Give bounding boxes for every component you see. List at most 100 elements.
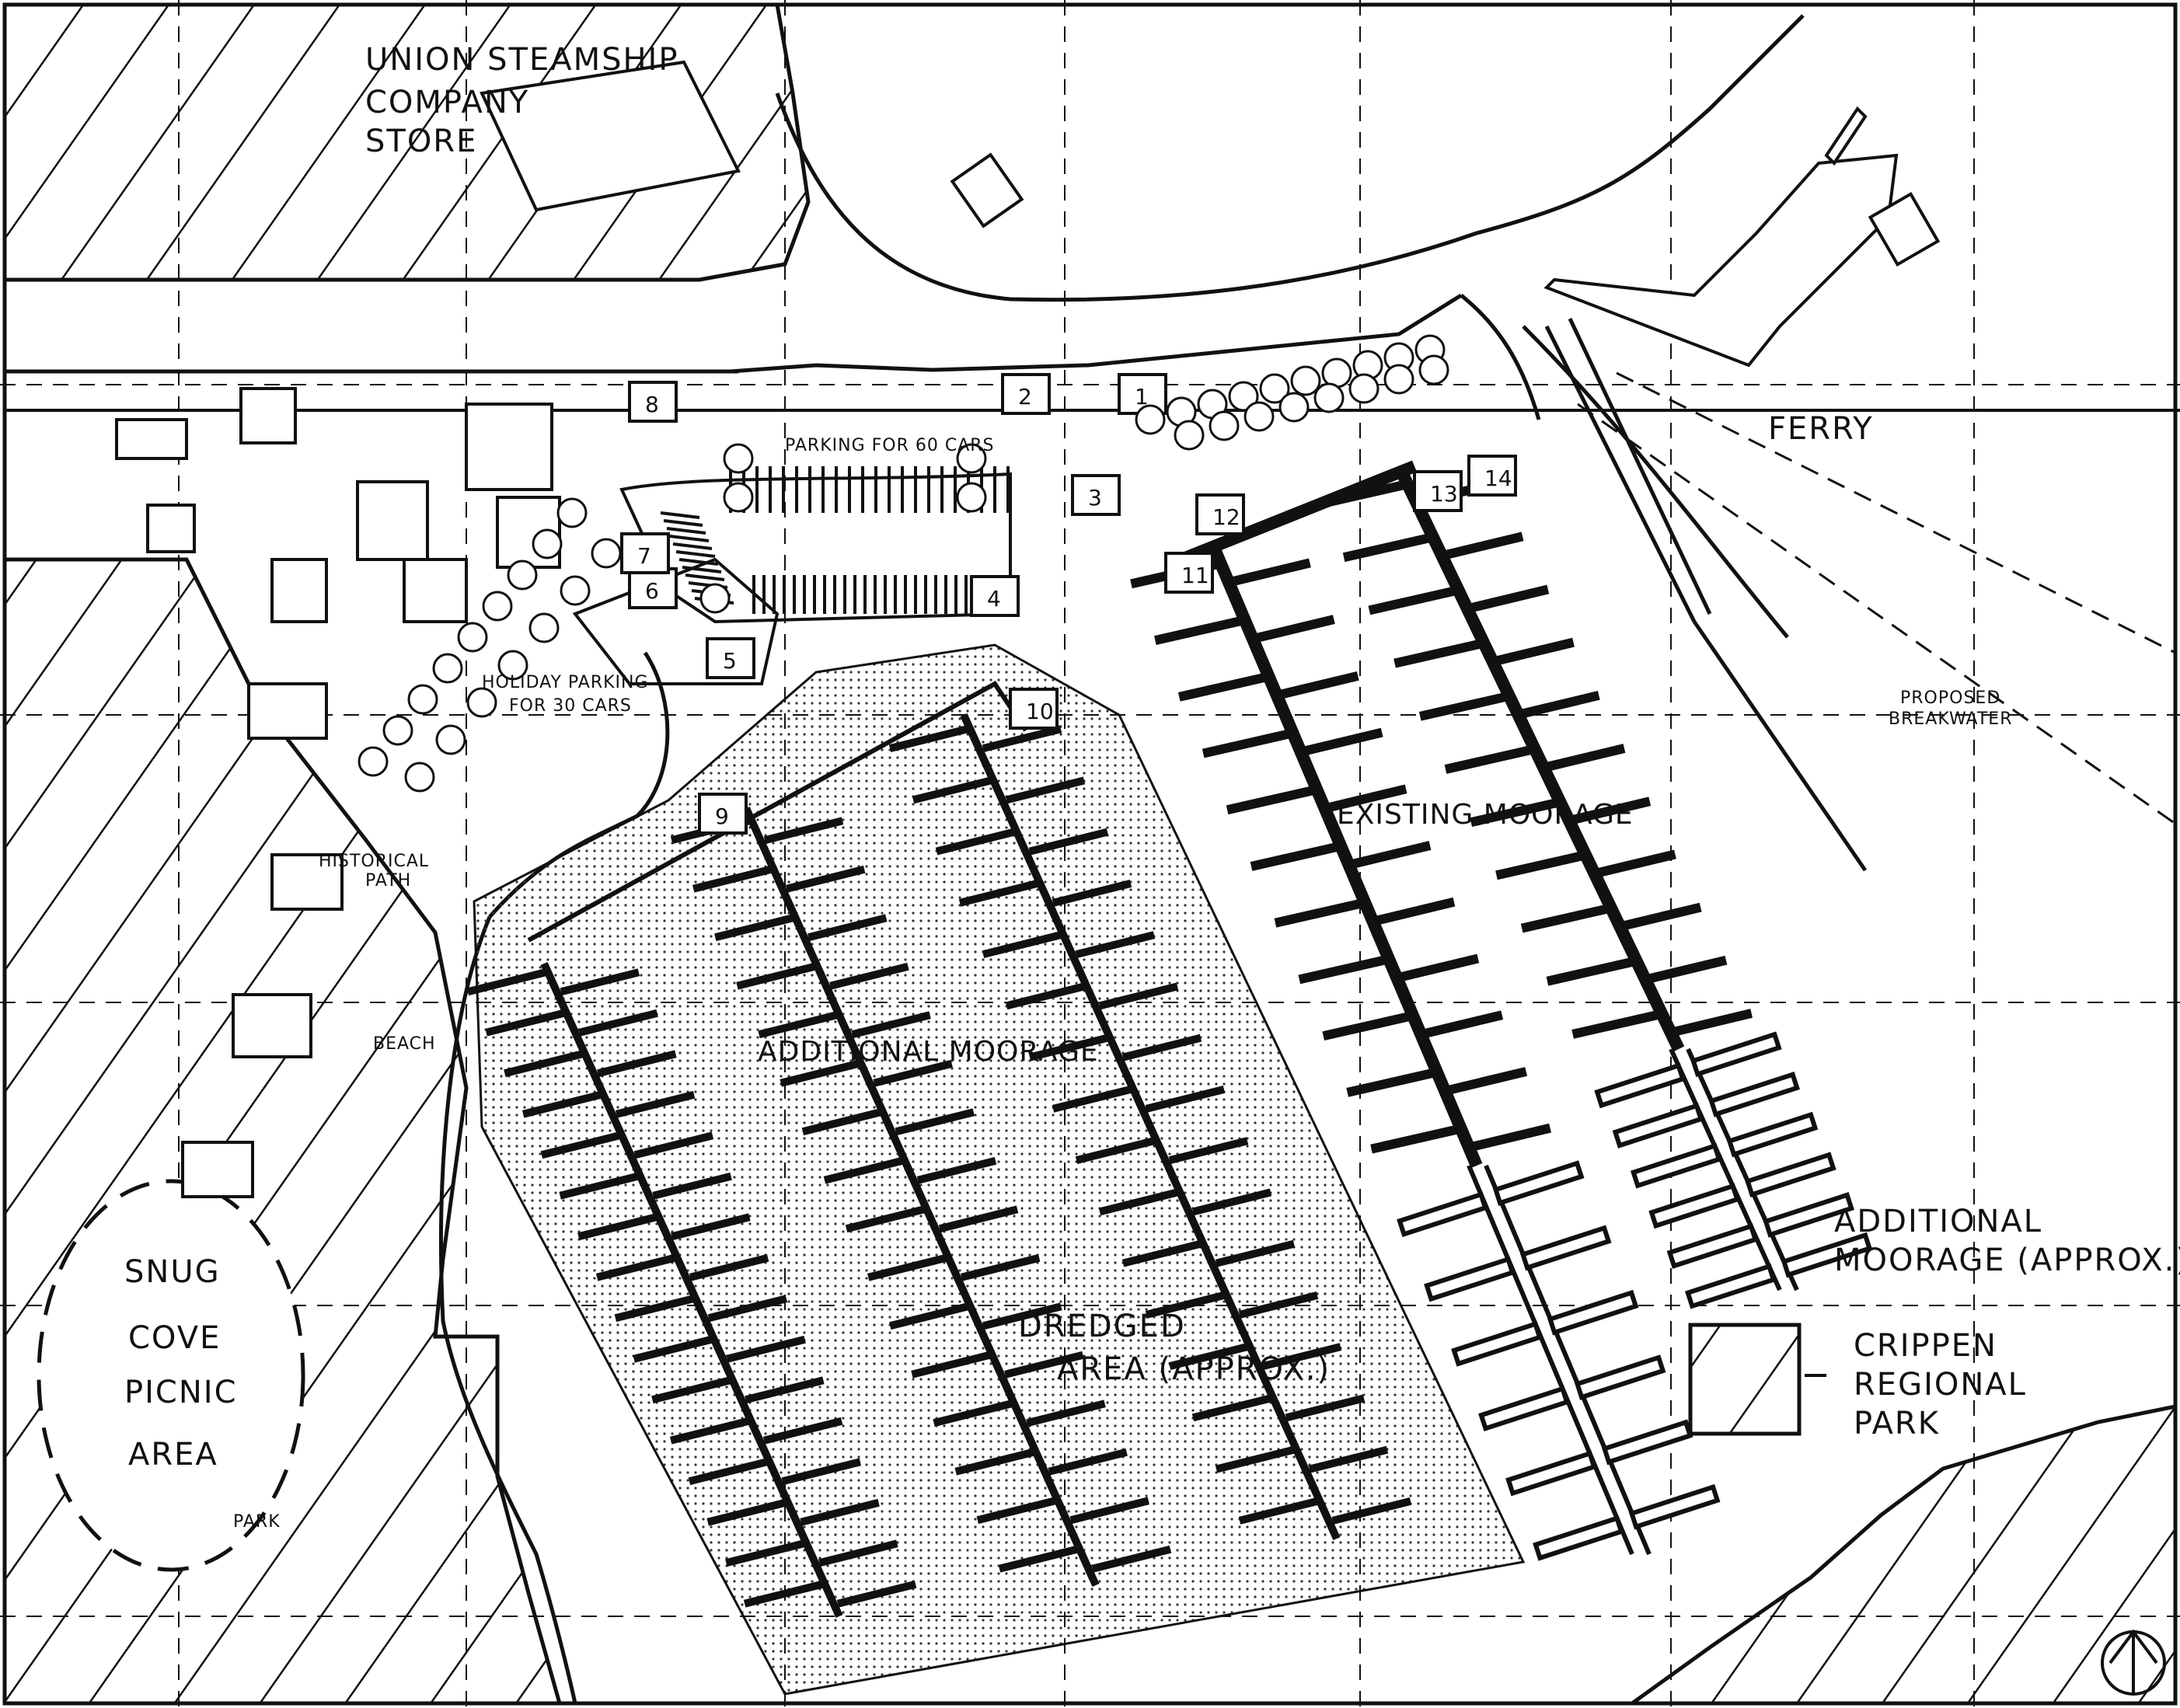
finger-pier xyxy=(689,1253,769,1281)
finger-pier xyxy=(1075,1137,1156,1164)
finger-pier xyxy=(800,1498,880,1526)
north-arrow-icon xyxy=(2101,1629,2166,1696)
existing-finger xyxy=(1399,953,1480,982)
existing-finger xyxy=(1202,729,1290,758)
existing-finger xyxy=(1621,902,1702,931)
tree xyxy=(532,528,563,559)
finger-pier xyxy=(1145,1291,1226,1319)
tree xyxy=(407,684,438,715)
dredged-area xyxy=(473,643,1526,1696)
existing-finger xyxy=(1672,1009,1753,1037)
existing-finger xyxy=(1370,1124,1458,1154)
additional-finger xyxy=(1781,1232,1873,1278)
finger-pier xyxy=(1048,1448,1128,1476)
existing-finger xyxy=(1423,1010,1504,1039)
holiday-parking-label-2: FOR 30 CARS xyxy=(509,696,632,716)
dock-spine xyxy=(960,713,1341,1541)
existing-finger xyxy=(1368,586,1456,615)
finger-pier xyxy=(1168,1343,1249,1370)
picnic-area-outline xyxy=(37,1179,305,1572)
finger-pier xyxy=(1098,982,1179,1010)
ferry-dock xyxy=(1543,106,1941,368)
additional-finger xyxy=(1478,1386,1570,1432)
breakwater-label-2: BREAKWATER xyxy=(1889,709,2013,729)
numbered-building xyxy=(620,532,670,574)
numbered-building xyxy=(1001,373,1051,415)
additional-dock-edge xyxy=(1686,1047,1799,1291)
finger-pier xyxy=(818,1539,898,1567)
additional-finger xyxy=(1451,1321,1543,1367)
finger-pier xyxy=(888,725,969,752)
finger-pier xyxy=(651,1376,731,1404)
finger-pier xyxy=(540,1131,621,1159)
parking-stripe xyxy=(685,573,725,581)
existing-finger xyxy=(1254,615,1335,643)
finger-pier xyxy=(1238,1497,1319,1525)
tree xyxy=(497,650,528,681)
existing-finger xyxy=(1596,849,1676,878)
tree xyxy=(382,715,413,746)
tree xyxy=(457,622,488,653)
existing-finger xyxy=(1298,955,1386,985)
snug-cove-label-1: SNUG xyxy=(124,1254,221,1290)
existing-finger xyxy=(1469,584,1550,613)
tree xyxy=(1418,354,1449,385)
historical-path-label-1: HISTORICAL xyxy=(319,852,429,871)
finger-pier xyxy=(671,1213,751,1241)
numbered-building xyxy=(706,637,755,679)
existing-docks xyxy=(1130,460,1753,1169)
finger-pier xyxy=(633,1335,713,1363)
finger-pier xyxy=(829,962,909,990)
building-number: 1 xyxy=(1135,384,1149,410)
buildings xyxy=(115,60,1024,1198)
finger-pier xyxy=(1238,1291,1319,1319)
finger-pier xyxy=(725,1539,805,1567)
tree xyxy=(699,583,731,614)
existing-dock-header xyxy=(1179,460,1417,566)
finger-pier xyxy=(692,865,773,893)
finger-pier xyxy=(633,1131,714,1159)
finger-pier xyxy=(578,1009,658,1037)
additional-docks xyxy=(1397,1031,1873,1561)
finger-pier xyxy=(577,1213,657,1241)
finger-pier xyxy=(652,1172,732,1200)
finger-pier xyxy=(707,1295,788,1323)
finger-pier xyxy=(1005,776,1086,804)
additional-finger xyxy=(1690,1031,1782,1078)
additional-dock-edge xyxy=(1669,1047,1782,1291)
snug-cove-label-2: COVE xyxy=(128,1320,221,1356)
building-number: 10 xyxy=(1026,699,1054,724)
tree xyxy=(1259,373,1290,404)
tree xyxy=(1174,420,1205,451)
finger-pier xyxy=(485,1009,565,1037)
tree xyxy=(1135,404,1166,435)
dredged-label-1: DREDGED xyxy=(1018,1309,1186,1344)
finger-pier xyxy=(504,1050,584,1078)
existing-finger xyxy=(1444,745,1533,774)
holiday-parking-label-1: HOLIDAY PARKING xyxy=(482,673,649,692)
finger-pier xyxy=(1004,1351,1084,1379)
finger-pier xyxy=(1191,1188,1272,1216)
building-number: 3 xyxy=(1088,485,1102,511)
finger-pier xyxy=(1075,931,1156,958)
existing-finger xyxy=(1443,532,1524,560)
legend-swatch xyxy=(1688,1323,1802,1436)
building-number: 2 xyxy=(1018,384,1032,410)
tree xyxy=(1209,410,1240,441)
finger-pier xyxy=(595,1253,676,1281)
existing-finger xyxy=(1250,842,1338,871)
existing-finger xyxy=(1393,639,1481,668)
finger-pier xyxy=(669,1417,750,1445)
tree xyxy=(1321,357,1352,389)
existing-dock-spine xyxy=(1393,463,1685,1052)
tree xyxy=(723,482,754,513)
finger-pier xyxy=(933,1400,1013,1427)
additional-dock-edge xyxy=(1484,1164,1652,1556)
finger-pier xyxy=(1168,1137,1249,1164)
additional-finger xyxy=(1666,1223,1759,1269)
finger-pier xyxy=(982,931,1062,958)
finger-pier xyxy=(1098,1188,1179,1216)
numbered-building xyxy=(698,793,748,835)
finger-pier xyxy=(938,1205,1019,1233)
